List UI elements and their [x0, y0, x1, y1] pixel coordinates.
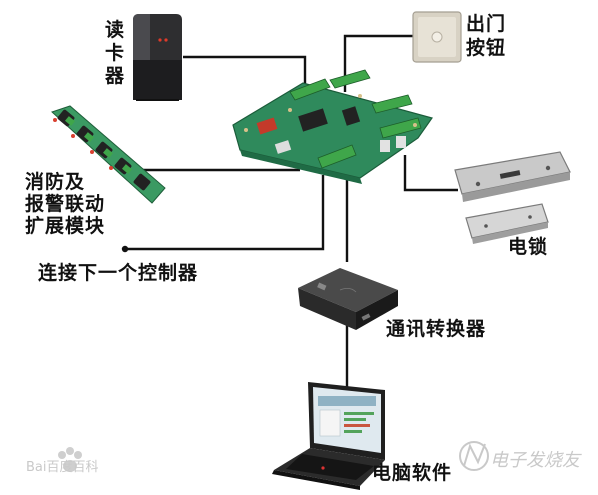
baidu-paw-icon — [58, 447, 82, 472]
wire-next-controller — [127, 175, 325, 251]
converter-device — [298, 268, 398, 330]
fire-alarm-module-device — [51, 105, 166, 204]
watermark-right: 电子发烧友 — [490, 450, 580, 471]
converter-label: 通讯转换器 — [386, 318, 487, 340]
fire-module-label-line3: 扩展模块 — [25, 215, 106, 237]
wires — [120, 34, 458, 392]
controller-board — [232, 69, 433, 184]
wire-card-reader — [183, 55, 307, 90]
exit-button-label-line2: 按钮 — [466, 37, 507, 59]
laptop-device — [272, 382, 385, 490]
card-reader-device — [133, 14, 182, 101]
electric-lock-label: 电锁 — [508, 236, 549, 258]
exit-button-device — [412, 11, 462, 63]
wire-endpoint-dot — [121, 245, 129, 253]
fire-module-label-line2: 报警联动 — [25, 193, 106, 215]
watermark-left: Bai百度百科 — [26, 460, 99, 475]
wire-exit-button — [343, 34, 425, 92]
electric-lock-device — [454, 151, 571, 244]
exit-button-label-line1: 出门 — [466, 13, 507, 35]
fire-module-label-line1: 消防及 — [25, 171, 86, 193]
wire-lock — [403, 155, 458, 192]
pc-software-label: 电脑软件 — [372, 462, 453, 484]
next-controller-label: 连接下一个控制器 — [38, 262, 199, 284]
card-reader-label: 读卡器 — [104, 19, 125, 87]
elecfans-logo-icon — [459, 441, 489, 471]
